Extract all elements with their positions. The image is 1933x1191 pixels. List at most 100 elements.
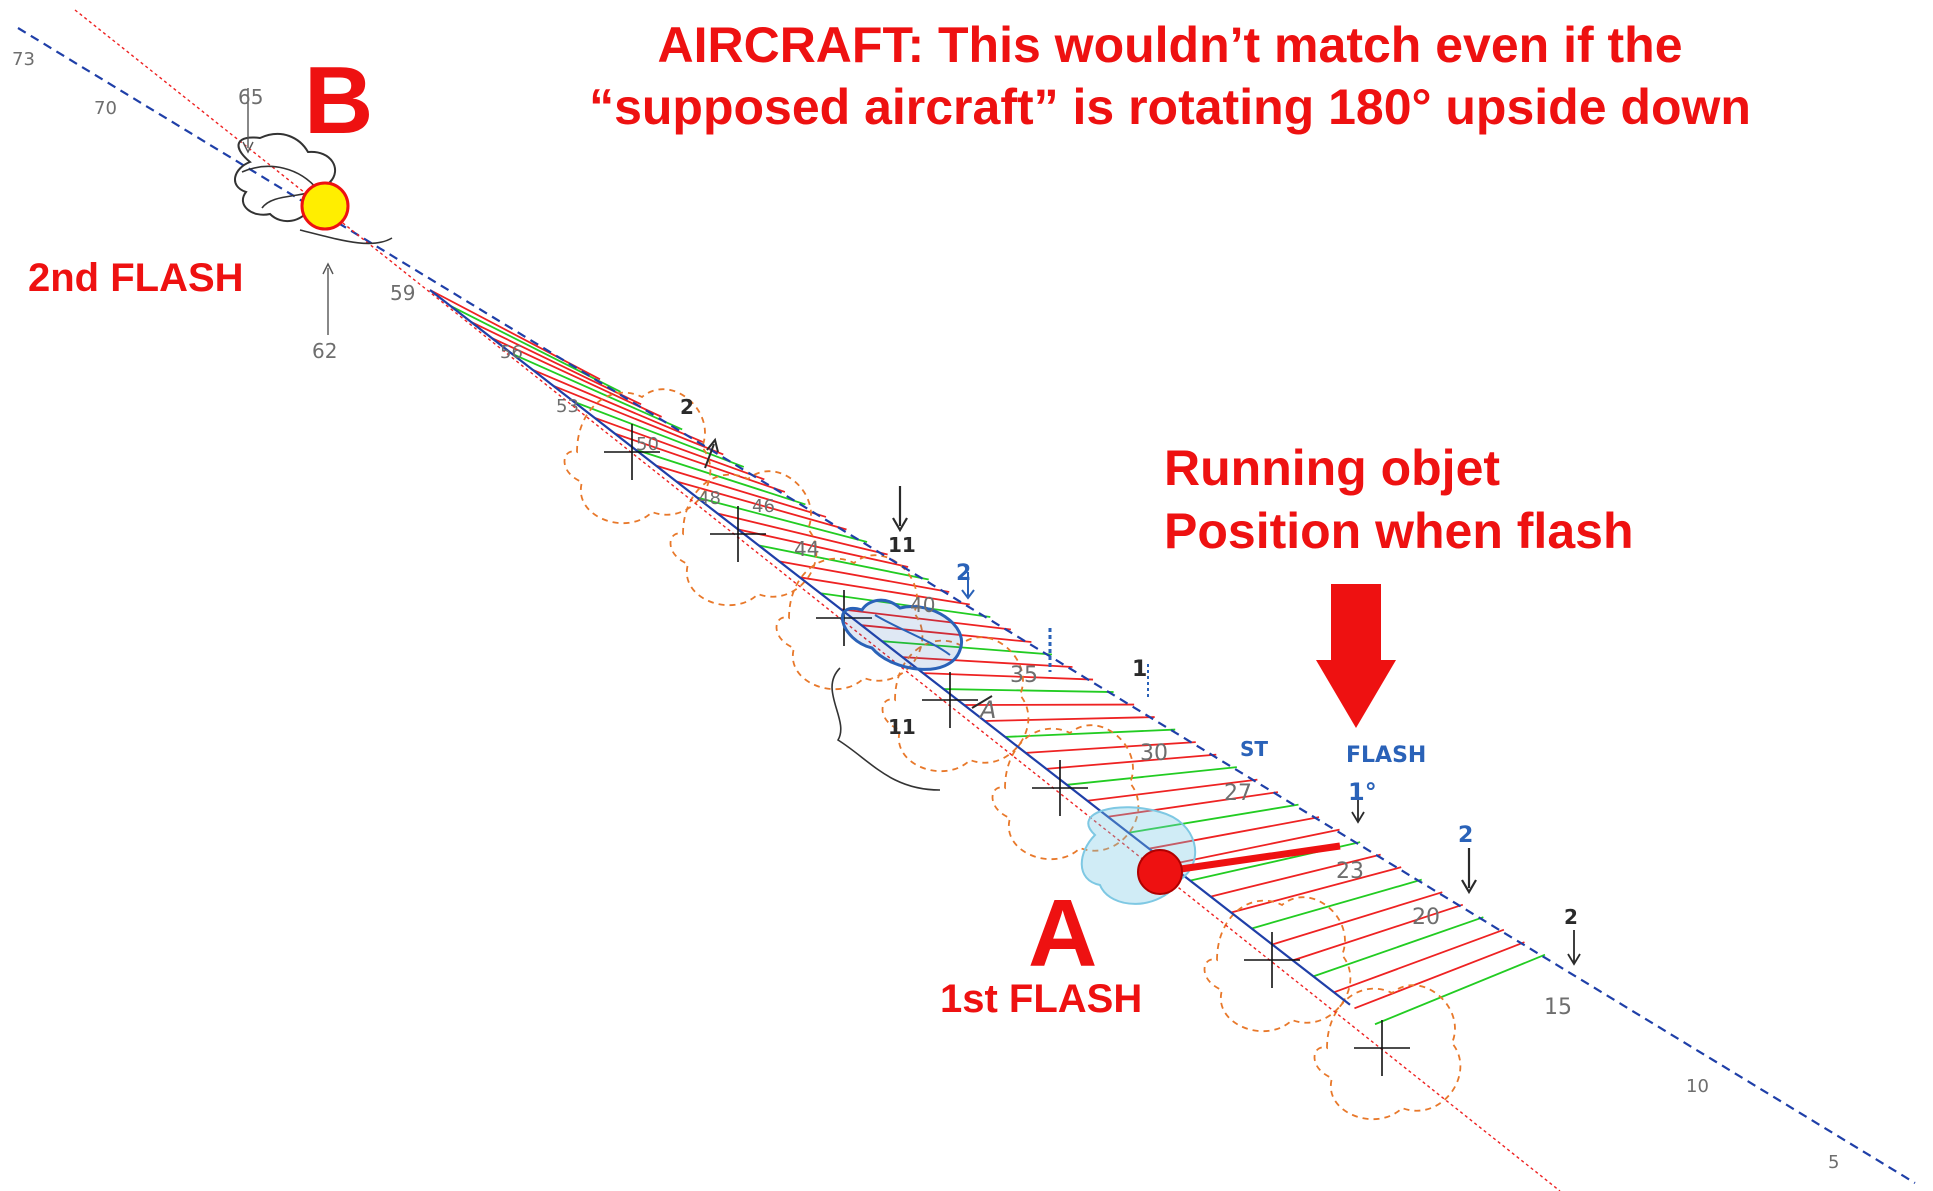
marker-arrow-head: [961, 589, 975, 600]
red-dotted-trajectory: [74, 9, 1561, 1191]
hatch-line: [1272, 891, 1443, 946]
track-number: 35: [1010, 663, 1038, 688]
hatch-line: [511, 353, 683, 431]
hatch-line: [799, 576, 970, 606]
hatch-line: [1354, 941, 1525, 1010]
track-number: 62: [312, 339, 337, 363]
second-flash-label: 2nd FLASH: [28, 256, 244, 300]
hatch-line: [1292, 903, 1464, 962]
hatch-line: [1005, 728, 1176, 738]
hatch-line: [1107, 791, 1279, 818]
hatch-line: [923, 672, 1094, 681]
marker-arrow-head: [892, 517, 908, 533]
hatch-line: [1230, 866, 1402, 914]
hatch-line: [1066, 766, 1237, 786]
sketch-flash-label: FLASH: [1346, 743, 1426, 768]
track-number: 10: [1686, 1076, 1709, 1097]
hatch-line: [450, 305, 621, 393]
track-number: 50: [636, 434, 659, 455]
point-a-label: A: [1028, 880, 1097, 987]
marker-arrow-line: [971, 695, 993, 709]
cloud-outline: [881, 636, 1030, 773]
hatch-line: [881, 640, 1053, 656]
track-number: 48: [698, 488, 721, 509]
marker-number: 2: [956, 561, 971, 586]
track-number: 53: [556, 396, 579, 417]
island-b-tail: [299, 229, 393, 245]
track-number: 15: [1544, 995, 1572, 1020]
hatch-line: [1169, 828, 1340, 866]
cloud-outline: [1203, 896, 1352, 1033]
track-position-crosses: [604, 424, 1410, 1076]
hatch-line: [635, 448, 806, 506]
track-number: 44: [794, 537, 819, 561]
headline-line-1: AIRCRAFT: This wouldn’t match even if th…: [657, 17, 1682, 73]
hatch-line: [614, 432, 786, 493]
first-flash-label: 1st FLASH: [940, 977, 1142, 1021]
track-number: 20: [1412, 905, 1440, 930]
sketch-st-label: ST: [1240, 737, 1268, 761]
hatch-line: [1025, 741, 1196, 754]
upper-dashed-trajectory: [17, 27, 1916, 1184]
cloud-outline: [775, 554, 924, 691]
track-number: 59: [390, 281, 415, 305]
hatch-line: [758, 544, 929, 581]
hatch-line: [943, 688, 1114, 693]
object-sketch-blue: [841, 598, 964, 671]
main-track-line: [429, 289, 1351, 1006]
sketch-marker-a: A: [978, 696, 996, 724]
track-number: 40: [910, 593, 935, 617]
hatch-line: [1087, 778, 1258, 802]
coast-sketch-left: [831, 667, 941, 791]
marker-number: 1: [1132, 657, 1147, 682]
hatch-line: [696, 496, 868, 543]
hatch-line: [594, 416, 765, 481]
arrow-62-head: [322, 262, 334, 275]
cloud-outlines: [563, 388, 1462, 1121]
hatch-line: [840, 608, 1011, 631]
hatch-line: [779, 560, 950, 593]
track-number: 23: [1336, 859, 1364, 884]
hatch-line: [984, 716, 1155, 722]
position-when-flash-label: Position when flash: [1164, 503, 1633, 559]
hatch-line: [1128, 803, 1299, 834]
hatch-line: [552, 384, 724, 456]
marker-arrow-line: [704, 443, 715, 469]
track-number: 30: [1140, 741, 1168, 766]
flash-arrow-shaft: [1331, 584, 1381, 662]
arrow-65-head: [242, 141, 254, 154]
marker-arrow-head: [706, 437, 719, 453]
track-number: 27: [1224, 781, 1252, 806]
hatch-line: [737, 528, 909, 568]
point-a-marker: [1137, 849, 1183, 895]
hatch-line: [902, 656, 1073, 668]
marker-number: 2: [1564, 905, 1578, 929]
flash-glow-sketch: [1080, 806, 1197, 905]
track-number: 46: [752, 496, 775, 517]
marker-number: 11: [888, 533, 916, 557]
marker-number: 11: [888, 715, 916, 739]
marker-arrow-head: [1567, 953, 1581, 966]
point-b-marker: [300, 181, 350, 231]
cloud-outline: [1313, 984, 1462, 1121]
hatch-line: [1148, 816, 1320, 850]
hatch-line: [1313, 916, 1484, 978]
marker-arrow-head: [1461, 879, 1477, 895]
flash-pointer-line: [1159, 842, 1341, 876]
track-number: 70: [94, 98, 117, 119]
hatch-line: [717, 512, 888, 556]
flash-arrow-head: [1316, 660, 1396, 728]
hatch-line: [1210, 853, 1381, 898]
hatch-line: [1251, 878, 1422, 930]
cloud-outline: [991, 724, 1140, 861]
track-number: 73: [12, 49, 35, 70]
sketch-flash-marker: 1°: [1348, 778, 1377, 806]
track-number: 65: [238, 85, 263, 109]
hatch-line: [655, 464, 827, 518]
hatch-line: [861, 624, 1032, 643]
track-number: 56: [500, 342, 523, 363]
track-number: 5: [1828, 1152, 1839, 1173]
headline-line-2: “supposed aircraft” is rotating 180° ups…: [589, 79, 1751, 135]
hatch-line: [532, 368, 704, 443]
